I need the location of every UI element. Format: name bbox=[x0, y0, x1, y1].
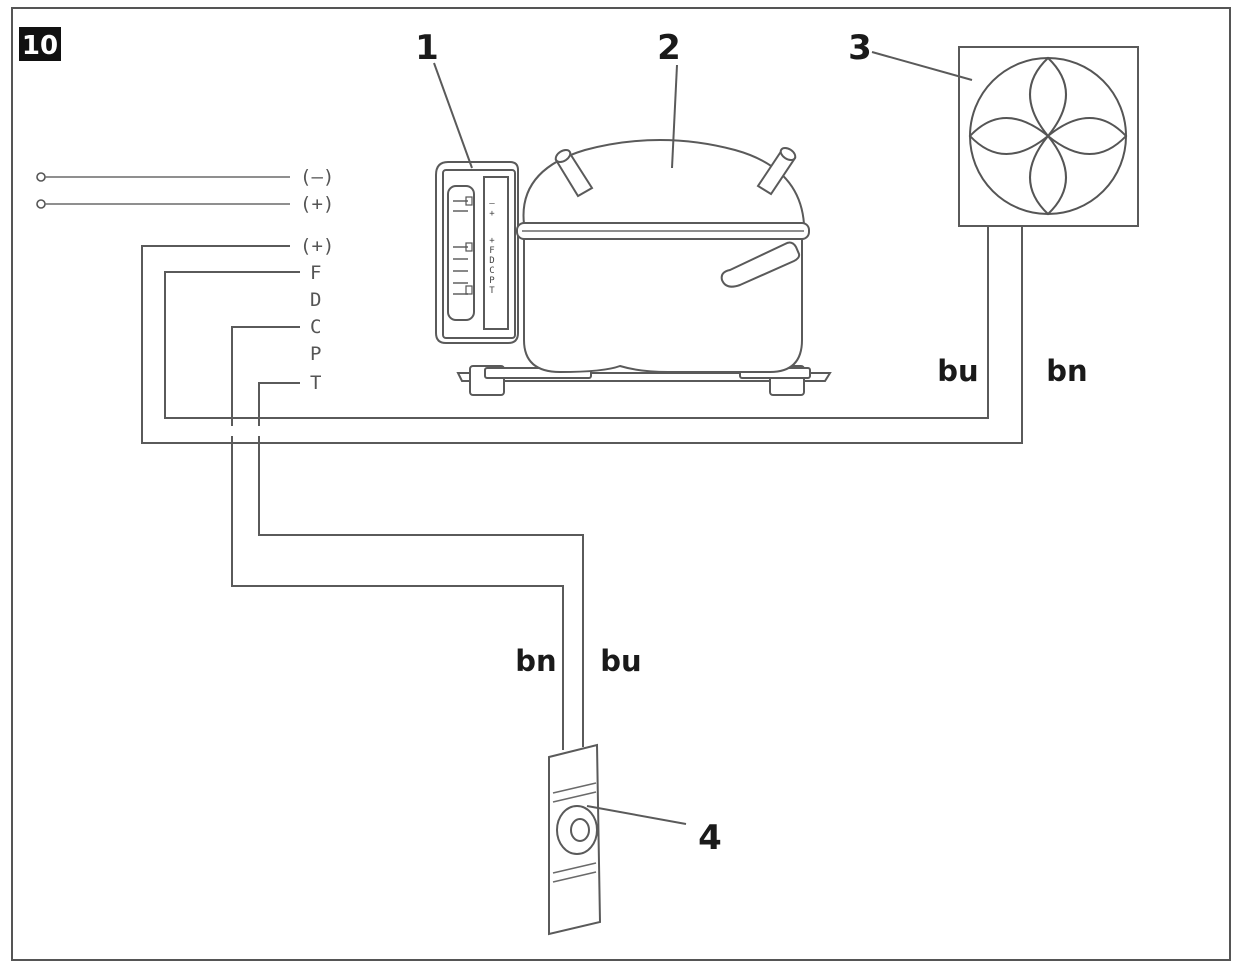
fan-wiring bbox=[141, 226, 1023, 444]
terminal-f-label: F bbox=[310, 262, 321, 284]
module-pin-t: T bbox=[489, 286, 495, 296]
wire-label-fan-right: bn bbox=[1046, 354, 1087, 388]
module-pin-minus: – bbox=[489, 199, 495, 209]
fan bbox=[958, 46, 1139, 227]
terminal-d-label: D bbox=[310, 289, 321, 311]
wire-label-fan-left: bu bbox=[937, 354, 978, 388]
module-pin-plus2: + bbox=[489, 236, 495, 246]
module-pin-p: P bbox=[489, 276, 495, 286]
module-pin-c: C bbox=[489, 266, 494, 276]
figure-number-badge: 10 bbox=[19, 27, 61, 61]
module-terminals: (+) F D C P T bbox=[300, 235, 334, 394]
supply-terminals: (–) (+) bbox=[36, 166, 334, 215]
callout-2: 2 bbox=[657, 28, 681, 68]
terminal-plus-label: (+) bbox=[300, 193, 334, 215]
terminal-p-label: P bbox=[310, 343, 321, 365]
wire-label-sensor-left: bn bbox=[515, 644, 556, 678]
terminal-minus-label: (–) bbox=[300, 166, 334, 188]
module-pin-plus: + bbox=[489, 209, 495, 219]
compressor bbox=[456, 139, 832, 396]
module-pin-d: D bbox=[489, 256, 494, 266]
wire-label-sensor-right: bu bbox=[600, 644, 641, 678]
module-pin-f: F bbox=[489, 246, 494, 256]
callout-1: 1 bbox=[415, 28, 439, 68]
sensor-wiring bbox=[231, 326, 584, 750]
temperature-sensor bbox=[548, 743, 602, 936]
terminal-c-label: C bbox=[310, 316, 321, 338]
callout-3: 3 bbox=[848, 28, 872, 68]
figure-number: 10 bbox=[22, 31, 58, 61]
terminal-plus2-label: (+) bbox=[300, 235, 334, 257]
callout-leaders bbox=[433, 51, 973, 825]
callout-4: 4 bbox=[698, 818, 722, 858]
electronic-module: – + + F D C P T bbox=[435, 161, 519, 344]
figure-frame bbox=[11, 7, 1231, 961]
terminal-t-label: T bbox=[310, 372, 321, 394]
